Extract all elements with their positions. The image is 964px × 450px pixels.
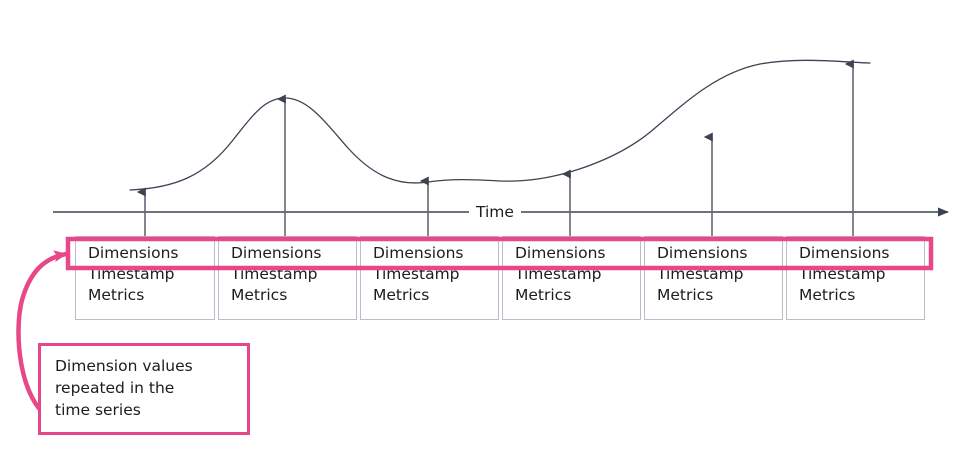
callout-line: Dimension values bbox=[55, 357, 193, 375]
record-box[interactable]: Dimensions Timestamp Metrics bbox=[218, 236, 357, 320]
record-box[interactable]: Dimensions Timestamp Metrics bbox=[502, 236, 641, 320]
record-metrics: Metrics bbox=[799, 286, 856, 304]
callout-box: Dimension values repeated in the time se… bbox=[38, 343, 250, 435]
record-timestamp: Timestamp bbox=[657, 265, 744, 283]
record-timestamp: Timestamp bbox=[799, 265, 886, 283]
record-dimensions: Dimensions bbox=[657, 244, 748, 262]
record-timestamp: Timestamp bbox=[515, 265, 602, 283]
record-dimensions: Dimensions bbox=[88, 244, 179, 262]
record-metrics: Metrics bbox=[231, 286, 288, 304]
record-metrics: Metrics bbox=[373, 286, 430, 304]
record-dimensions: Dimensions bbox=[373, 244, 464, 262]
record-timestamp: Timestamp bbox=[373, 265, 460, 283]
record-dimensions: Dimensions bbox=[515, 244, 606, 262]
record-timestamp: Timestamp bbox=[231, 265, 318, 283]
time-axis-label: Time bbox=[469, 204, 521, 220]
callout-line: repeated in the bbox=[55, 379, 175, 397]
record-dimensions: Dimensions bbox=[799, 244, 890, 262]
record-box[interactable]: Dimensions Timestamp Metrics bbox=[786, 236, 925, 320]
record-box[interactable]: Dimensions Timestamp Metrics bbox=[644, 236, 783, 320]
time-series-curve bbox=[129, 59, 871, 191]
record-dimensions: Dimensions bbox=[231, 244, 322, 262]
record-timestamp: Timestamp bbox=[88, 265, 175, 283]
record-box[interactable]: Dimensions Timestamp Metrics bbox=[75, 236, 215, 320]
record-metrics: Metrics bbox=[515, 286, 572, 304]
record-box[interactable]: Dimensions Timestamp Metrics bbox=[360, 236, 499, 320]
record-metrics: Metrics bbox=[88, 286, 145, 304]
record-metrics: Metrics bbox=[657, 286, 714, 304]
callout-line: time series bbox=[55, 401, 141, 419]
